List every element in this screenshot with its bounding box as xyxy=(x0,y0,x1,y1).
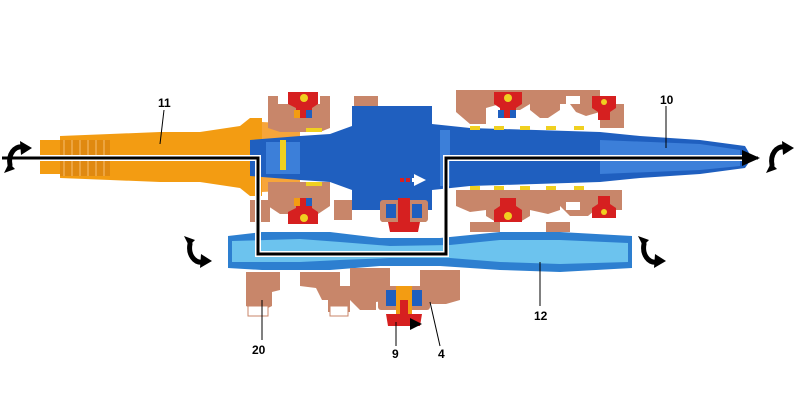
rotation-arrow-icon xyxy=(4,141,32,173)
rotation-arrow-icon xyxy=(766,141,794,173)
callout-leaders xyxy=(159,106,667,347)
needle-bearings xyxy=(280,126,584,222)
shift-direction-arrow-icon xyxy=(400,174,426,186)
shift-direction-arrow-icon xyxy=(392,318,422,330)
callout-20: 20 xyxy=(252,343,266,357)
rotation-arrow-icon xyxy=(184,236,212,268)
callout-10: 10 xyxy=(660,93,674,107)
callout-4: 4 xyxy=(438,347,445,361)
callout-11: 11 xyxy=(158,96,171,110)
callout-12: 12 xyxy=(534,309,548,323)
rotation-arrow-icon xyxy=(638,236,666,268)
power-flow-path xyxy=(2,150,760,257)
synchronizer-9 xyxy=(378,286,430,326)
synchronizers xyxy=(288,92,616,232)
callout-9: 9 xyxy=(392,347,399,361)
